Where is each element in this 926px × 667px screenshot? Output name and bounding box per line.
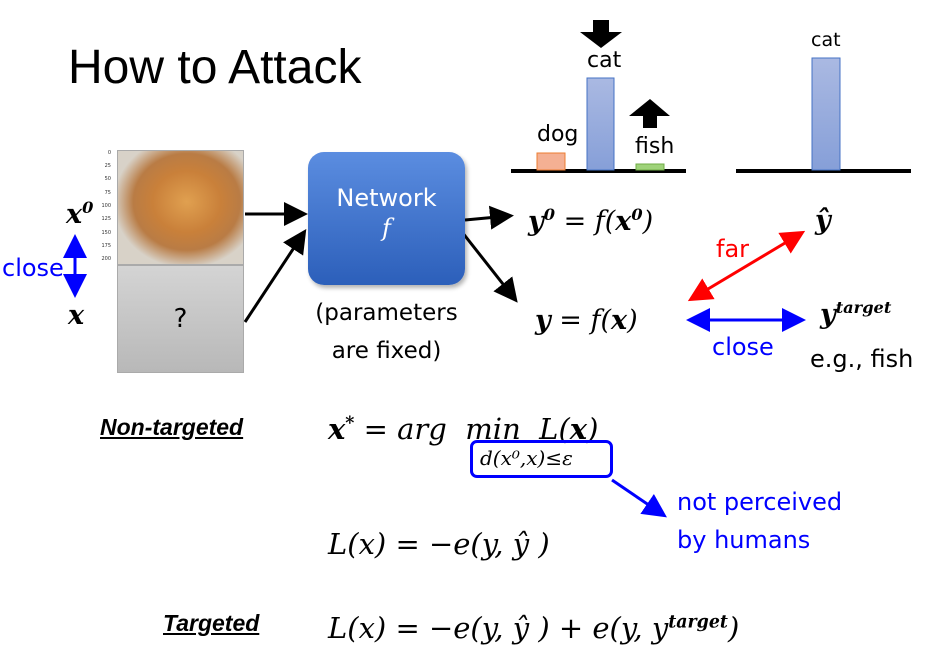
- bar-dog: [536, 152, 566, 171]
- nontargeted-heading: Non-targeted: [100, 414, 244, 440]
- bar-fish: [635, 163, 665, 171]
- bar-cat: [586, 77, 615, 171]
- tick: 125: [101, 216, 111, 222]
- network-note: (parameters are fixed): [308, 294, 465, 370]
- y-target: ytarget: [820, 298, 892, 330]
- cat-image: [117, 150, 244, 265]
- x0-label: x0: [66, 198, 94, 230]
- unknown-image: ?: [117, 265, 244, 373]
- tick: 25: [104, 163, 111, 169]
- tick: 0: [107, 150, 111, 156]
- label-cat-target: cat: [811, 29, 841, 51]
- constraint-box: [470, 440, 613, 478]
- tick: 175: [101, 243, 111, 249]
- arrow-network-to-y: [460, 231, 518, 303]
- label-fish: fish: [635, 134, 675, 159]
- targeted-heading: Targeted: [163, 610, 260, 636]
- bar-cat-target: [811, 57, 841, 171]
- network-box: Network f: [308, 152, 465, 285]
- note-line: not perceived: [677, 488, 843, 516]
- tick: 75: [104, 190, 111, 196]
- close-label: close: [2, 254, 64, 282]
- close-label-right: close: [712, 333, 774, 361]
- network-label: Network: [336, 184, 437, 212]
- constraint-text: d(x⁰,x)≤ε: [480, 446, 573, 470]
- network-func: f: [382, 214, 391, 242]
- note-line: (parameters: [315, 300, 458, 326]
- y0-equation: y0 = f(x0): [528, 205, 654, 237]
- far-label: far: [716, 235, 750, 263]
- x-label: x: [68, 300, 85, 331]
- example-label: e.g., fish: [810, 345, 914, 373]
- note-line: by humans: [677, 526, 811, 554]
- tick: 100: [101, 203, 111, 209]
- label-dog: dog: [537, 122, 579, 147]
- slide-title: How to Attack: [68, 41, 362, 94]
- y-hat: ŷ: [815, 205, 831, 236]
- arrow-x-to-network: [243, 228, 307, 323]
- down-arrow-icon: [580, 20, 622, 48]
- not-perceived-note: not perceived by humans: [677, 483, 842, 559]
- nontargeted-loss: L(x) = −e(y, ŷ ): [328, 527, 550, 561]
- arrow-network-to-y0: [464, 205, 514, 230]
- targeted-loss: L(x) = −e(y, ŷ ) + e(y, ytarget): [328, 611, 740, 645]
- label-cat: cat: [587, 48, 622, 73]
- up-arrow-icon: [629, 99, 670, 128]
- tick: 50: [104, 176, 111, 182]
- tick: 200: [101, 256, 111, 262]
- far-arrow: [687, 230, 806, 302]
- y-equation: y = f(x): [535, 305, 638, 336]
- note-line: are fixed): [331, 338, 442, 364]
- constraint-arrow: [611, 478, 667, 518]
- tick: 150: [101, 230, 111, 236]
